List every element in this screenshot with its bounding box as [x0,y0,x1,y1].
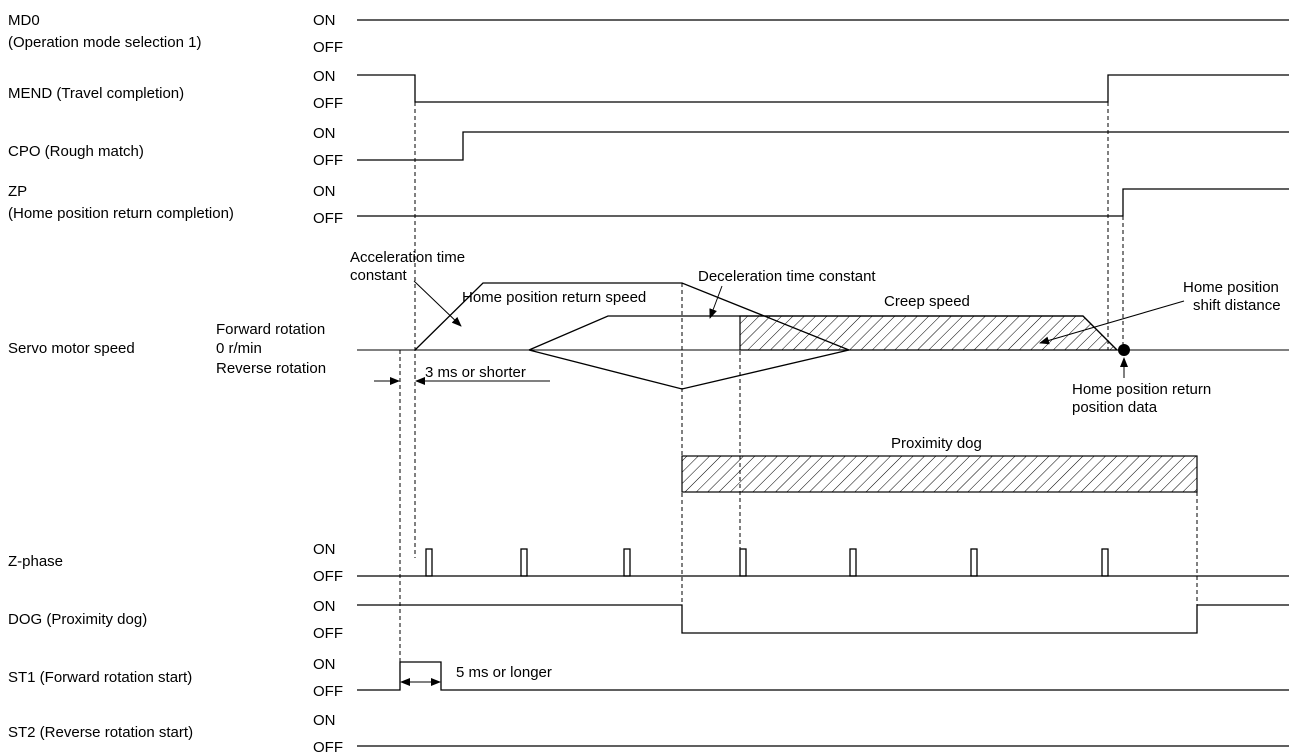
zphase-off-label: OFF [313,568,343,585]
accel-leader-arrow [413,280,462,327]
dog-waveform [357,604,1289,634]
dog-on-label: ON [313,598,336,615]
return-data-label-1: Home position return [1072,381,1211,398]
cpo-off-label: OFF [313,152,343,169]
return-data-label-2: position data [1072,399,1158,416]
home-return-speed-label: Home position return speed [462,289,646,306]
three-ms-label: 3 ms or shorter [425,364,526,381]
zp-label: ZP [8,183,27,200]
shift-distance-label-1: Home position [1183,279,1279,296]
zp-off-label: OFF [313,210,343,227]
five-ms-label: 5 ms or longer [456,664,552,681]
shift-distance-label-2: shift distance [1193,297,1281,314]
dog-label: DOG (Proximity dog) [8,611,147,628]
st2-off-label: OFF [313,739,343,753]
st1-label: ST1 (Forward rotation start) [8,669,192,686]
md0-off-label: OFF [313,39,343,56]
zphase-on-label: ON [313,541,336,558]
st2-label: ST2 (Reverse rotation start) [8,724,193,741]
md0-label: MD0 [8,12,40,29]
proximity-dog-label: Proximity dog [891,435,982,452]
zp-on-label: ON [313,183,336,200]
mend-off-label: OFF [313,95,343,112]
decel-time-label: Deceleration time constant [698,268,876,285]
zero-speed-label: 0 r/min [216,340,262,357]
timing-guides [399,102,1198,662]
st1-waveform [357,661,1289,691]
shift-leader-arrow [1039,300,1185,345]
st1-off-label: OFF [313,683,343,700]
zp-waveform [357,188,1289,217]
mend-on-label: ON [313,68,336,85]
md0-on-label: ON [313,12,336,29]
cpo-on-label: ON [313,125,336,142]
forward-rotation-label: Forward rotation [216,321,325,338]
reverse-speed-profile [528,349,850,390]
servo-label: Servo motor speed [8,340,135,357]
st2-on-label: ON [313,712,336,729]
cpo-label: CPO (Rough match) [8,143,144,160]
proximity-dog-hatch [681,455,1198,493]
cpo-waveform [357,131,1289,161]
creep-speed-label: Creep speed [884,293,970,310]
st1-on-label: ON [313,656,336,673]
mend-waveform [357,74,1289,103]
mend-label: MEND (Travel completion) [8,85,184,102]
decel-leader-arrow [709,285,723,319]
reverse-rotation-label: Reverse rotation [216,360,326,377]
accel-time-label-1: Acceleration time [350,249,465,266]
creep-profile [528,315,1118,351]
zphase-label: Z-phase [8,553,63,570]
home-position-dot [1118,344,1130,356]
accel-time-label-2: constant [350,267,408,284]
md0-desc: (Operation mode selection 1) [8,34,201,51]
zp-desc: (Home position return completion) [8,205,234,222]
dog-off-label: OFF [313,625,343,642]
creep-distance-hatch [739,315,1119,351]
zphase-waveform [357,548,1289,577]
